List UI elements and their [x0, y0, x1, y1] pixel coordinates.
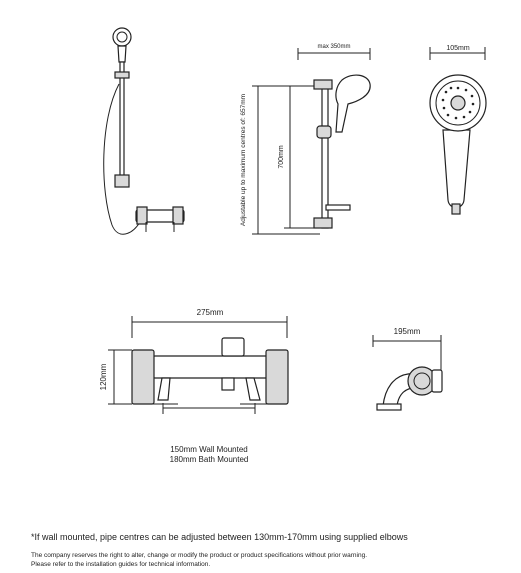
adjustable-centres-label: Adjustable up to maximum centres of: 657… [240, 94, 247, 226]
valve-side-cap [431, 369, 443, 393]
valve-side-elevation: 195mm [372, 327, 443, 411]
shower-kit-overview [103, 27, 185, 235]
valve-width-label: 275mm [197, 308, 224, 317]
overview-bar-valve [135, 209, 185, 223]
bath-mounted-label: 180mm Bath Mounted [170, 455, 249, 464]
rail-handset [335, 74, 371, 133]
overview-valve-legs [145, 222, 175, 232]
rail-top-bracket [313, 79, 333, 90]
valve-bottom-outlet [221, 377, 235, 391]
valve-control-right [265, 349, 289, 405]
soap-dish [325, 204, 351, 211]
valve-body [151, 355, 271, 379]
overview-bottom-bracket [114, 174, 130, 188]
rail-elevation: max 350mm 700mm Adjustable up to maximum… [240, 44, 371, 235]
head-spray-nozzles [441, 86, 475, 120]
rail-bottom-bracket [313, 217, 333, 229]
overview-shower-head [112, 27, 132, 47]
overview-hose [103, 83, 141, 235]
disclaimer: The company reserves the right to alter,… [31, 552, 367, 569]
valve-side-base [376, 403, 402, 411]
valve-outlet [221, 337, 245, 357]
valve-height-label: 120mm [99, 363, 108, 390]
wall-mounted-label: 150mm Wall Mounted [170, 445, 248, 454]
head-face-center [450, 95, 466, 111]
head-face-ring [435, 80, 481, 126]
overview-valve-control-left [136, 206, 148, 225]
valve-leg-left [157, 377, 171, 401]
overview-valve-control-right [172, 206, 184, 225]
overview-top-bracket [114, 71, 130, 79]
overview-handle [117, 45, 127, 63]
overview-shower-head-face [116, 31, 128, 43]
valve-control-left [131, 349, 155, 405]
head-hose-connector [451, 203, 461, 215]
rail-slider [316, 125, 332, 139]
valve-leg-right [245, 377, 261, 401]
shower-head-detail: 105mm [429, 45, 487, 215]
rail-height-label: 700mm [278, 145, 285, 169]
disclaimer-line-1: The company reserves the right to alter,… [31, 552, 368, 559]
valve-front-elevation: 275mm 120mm 150mm Wall Mounted 180mm Bat… [99, 308, 289, 464]
valve-depth-label: 195mm [394, 327, 421, 336]
disclaimer-line-2: Please refer to the installation guides … [31, 560, 211, 568]
valve-side-control-inner [413, 372, 431, 390]
head-width-label: 105mm [446, 45, 470, 52]
max-width-label: max 350mm [317, 44, 350, 50]
overview-rail [119, 61, 125, 183]
head-handle [442, 129, 471, 209]
wall-mount-footnote: *If wall mounted, pipe centres can be ad… [31, 532, 408, 542]
